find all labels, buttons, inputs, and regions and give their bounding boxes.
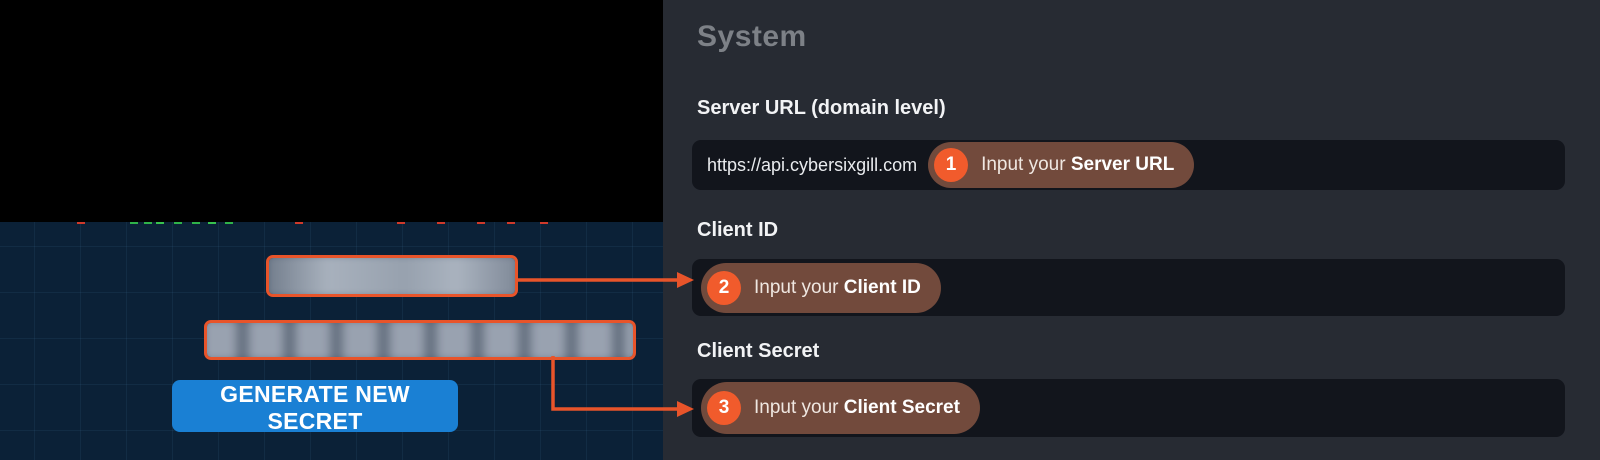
client-secret-input[interactable]: 3 Input your Client Secret [692,379,1565,437]
redacted-blur [207,323,633,357]
client-id-input[interactable]: 2 Input your Client ID [692,259,1565,316]
step-3-number-icon: 3 [707,391,741,425]
step-2-text-bold: Client ID [843,276,921,298]
server-url-label: Server URL (domain level) [697,97,946,119]
api-client-id-value-redacted[interactable] [266,255,518,297]
step-1-text: Input your Server URL [981,154,1174,176]
step-3-text: Input your Client Secret [754,397,960,419]
step-1-text-bold: Server URL [1070,154,1175,175]
system-settings-panel: System Server URL (domain level) https:/… [663,0,1600,460]
client-secret-label: Client Secret [697,340,820,362]
blackout-region [0,0,663,222]
step-1-text-prefix: Input your [981,154,1071,175]
step-3-text-prefix: Input your [754,397,844,418]
client-id-label: Client ID [697,219,779,241]
server-url-input[interactable]: https://api.cybersixgill.com 1 Input you… [692,140,1565,190]
step-1-number-icon: 1 [934,148,969,182]
glitch-pixels [130,222,138,224]
step-2-text-prefix: Input your [754,276,844,298]
step-1-badge: 1 Input your Server URL [928,142,1195,188]
step-2-text: Input your Client ID [754,277,921,299]
api-client-secret-value-redacted[interactable] [204,320,636,360]
step-2-badge: 2 Input your Client ID [701,262,941,313]
step-3-badge: 3 Input your Client Secret [701,382,980,434]
redacted-blur [269,258,515,294]
step-2-number-icon: 2 [707,270,741,305]
generate-new-secret-button[interactable]: GENERATE NEW SECRET [172,380,458,434]
step-3-text-bold: Client Secret [843,397,960,418]
api-credentials-panel: API Client ID: API Client secret: GENERA… [0,0,663,460]
page-title: System [697,20,807,53]
server-url-value: https://api.cybersixgill.com [707,154,918,175]
